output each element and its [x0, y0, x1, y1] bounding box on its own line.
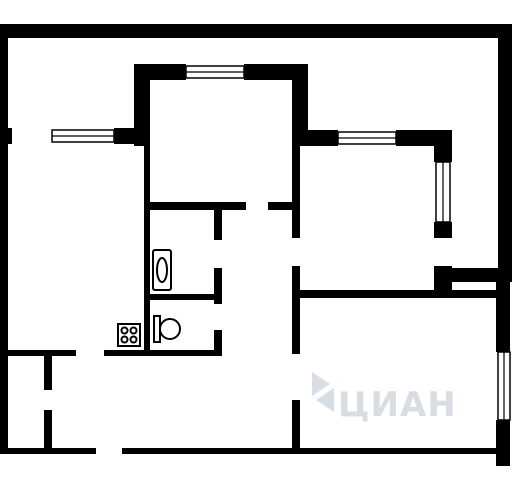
room2-top-wall-left [292, 130, 338, 146]
bath-right-wall-upper [214, 202, 222, 240]
corridor-top-stub [268, 202, 298, 210]
right-outer-wall-lower [496, 420, 510, 466]
room2-right-wall-top [434, 130, 452, 162]
small-room-wall-upper [44, 350, 52, 390]
stove-icon [117, 323, 141, 347]
windows [51, 65, 511, 421]
left-room-bottom-wall-left [0, 350, 76, 356]
outer-walls [0, 24, 512, 466]
room-left-walls [0, 128, 220, 356]
bath-right-wall-middle [214, 268, 222, 304]
room1-left-wall [134, 64, 150, 146]
window-room2-top [337, 131, 397, 145]
bath-top-wall [150, 202, 246, 210]
bathroom-walls [150, 202, 298, 356]
room2-bottom-wall [298, 290, 498, 298]
toilet-icon [153, 315, 181, 343]
watermark-text: ЦИАН [338, 385, 457, 425]
right-outer-wall-upper [498, 24, 512, 282]
right-step-wall [436, 268, 510, 282]
watermark: ЦИАН [312, 372, 457, 425]
watermark-logo-icon [312, 372, 334, 412]
room3-left-wall-upper [292, 296, 300, 354]
room-top-center-walls [134, 64, 308, 146]
bath-divider-wall [150, 294, 220, 300]
room-bottom-left-walls [44, 350, 52, 450]
bathtub-icon [152, 249, 172, 291]
bottom-wall-left [0, 448, 96, 454]
room2-left-wall-upper [292, 144, 300, 238]
room2-right-wall-bottom [434, 266, 452, 290]
bath-right-wall-lower [214, 330, 222, 356]
room-bottom-right-walls [292, 296, 300, 450]
bottom-wall-right [122, 448, 510, 454]
small-room-wall-lower [44, 410, 52, 450]
right-outer-wall-middle [496, 282, 510, 352]
window-room1-top [185, 65, 245, 79]
left-room-top-stub [0, 128, 12, 144]
window-room2-right [435, 161, 451, 223]
top-outer-wall [0, 24, 512, 38]
left-room-right-wall [144, 128, 150, 356]
window-left-room [51, 129, 115, 143]
room1-right-wall [292, 64, 308, 144]
left-outer-wall [0, 24, 8, 450]
left-room-bottom-wall-right [104, 350, 220, 356]
room3-left-wall-lower [292, 400, 300, 450]
left-room-top-wall [114, 128, 150, 144]
room-top-right-walls [292, 130, 498, 298]
window-room3-right [497, 351, 511, 421]
room2-left-wall-lower [292, 266, 300, 296]
room2-right-wall-middle [434, 222, 452, 238]
